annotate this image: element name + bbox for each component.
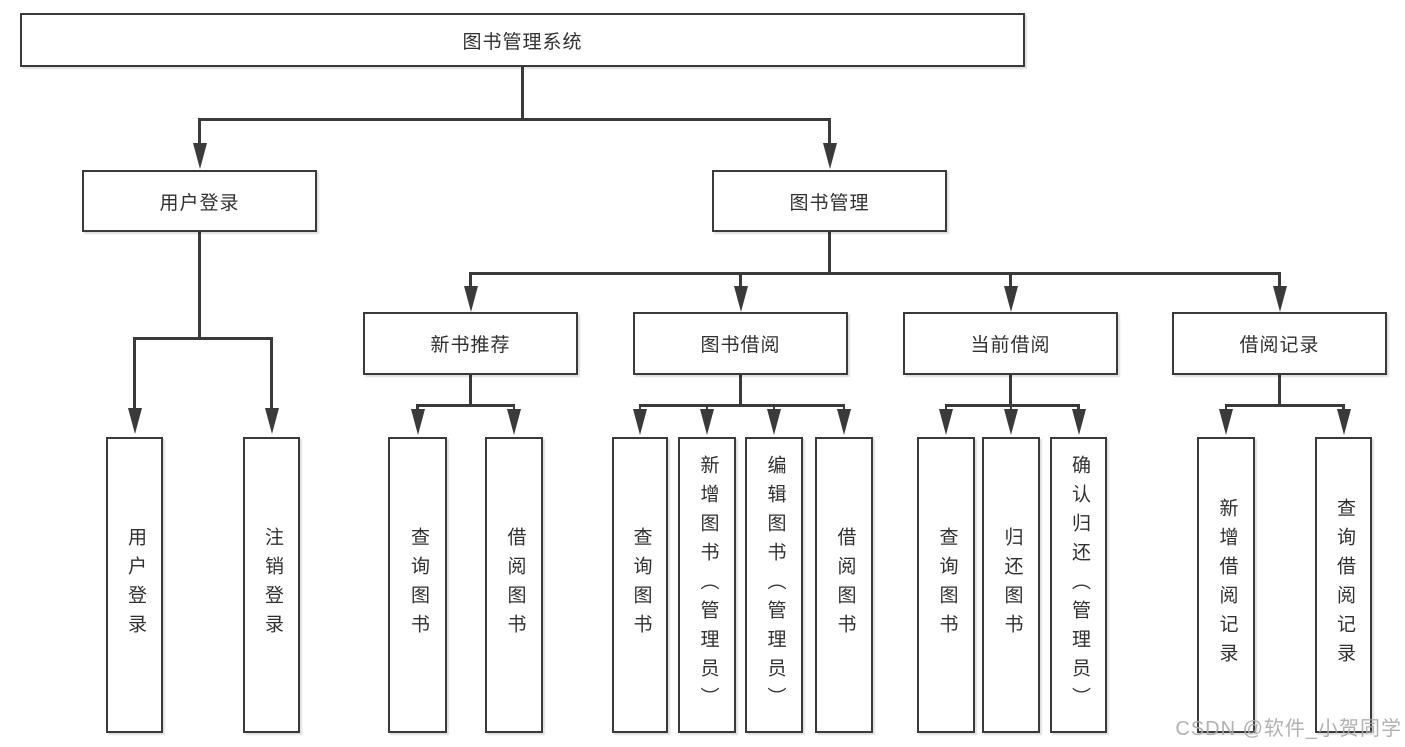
leaf-return-books: 归还图书 <box>982 437 1040 733</box>
arrowhead-g2b <box>507 409 521 435</box>
connector-new-book-stub <box>469 375 472 406</box>
leaf-borrow-books-borrowing-label: 借阅图书 <box>834 527 856 643</box>
arrowhead-new-book <box>463 286 478 312</box>
connector-drop-new-book <box>469 272 472 287</box>
leaf-confirm-return-admin: 确认归还（管理员） <box>1050 437 1107 733</box>
arrowhead-g4c <box>1071 409 1086 435</box>
leaf-return-books-label: 归还图书 <box>1001 527 1023 643</box>
connector-drop-g3c <box>772 404 776 411</box>
connector-level2-hbar <box>469 272 1281 275</box>
leaf-query-books-recommend-label: 查询图书 <box>407 527 429 643</box>
connector-root-stub <box>521 67 524 120</box>
node-new-book-recommend-label: 新书推荐 <box>430 335 511 356</box>
node-user-login-branch: 用户登录 <box>82 170 317 232</box>
node-borrowing-records-label: 借阅记录 <box>1239 335 1320 356</box>
leaf-query-borrow-record: 查询借阅记录 <box>1315 437 1372 733</box>
connector-drop-user-login <box>198 118 201 145</box>
leaf-query-books-recommend: 查询图书 <box>388 437 447 733</box>
node-root-label: 图书管理系统 <box>462 31 583 53</box>
arrowhead-g4a <box>939 409 953 435</box>
connector-drop-g3b <box>705 404 709 411</box>
leaf-edit-books-admin: 编辑图书（管理员） <box>745 437 803 733</box>
leaf-add-borrow-record-label: 新增借阅记录 <box>1216 498 1238 672</box>
node-current-borrowing-label: 当前借阅 <box>970 335 1051 356</box>
node-new-book-recommend: 新书推荐 <box>363 312 578 375</box>
connector-current-borrow-hbar <box>944 404 1080 407</box>
arrowhead-g5a <box>1219 409 1233 435</box>
leaf-add-borrow-record: 新增借阅记录 <box>1197 437 1255 733</box>
connector-book-borrow-stub <box>739 375 742 406</box>
connector-drop-current-borrow <box>1009 272 1012 287</box>
arrowhead-g3b <box>700 409 714 435</box>
connector-borrow-records-hbar <box>1224 404 1345 407</box>
arrowhead-g4b <box>1004 409 1018 435</box>
node-current-borrowing: 当前借阅 <box>903 312 1118 375</box>
arrowhead-g3c <box>767 409 781 435</box>
leaf-confirm-return-admin-label: 确认归还（管理员） <box>1068 454 1090 716</box>
arrowhead-current-borrow <box>1003 286 1018 312</box>
arrowhead-g3d <box>837 409 851 435</box>
leaf-user-login: 用户登录 <box>106 437 163 733</box>
leaf-logout: 注销登录 <box>243 437 300 733</box>
node-book-borrowing-label: 图书借阅 <box>700 335 781 356</box>
arrowhead-leaf-logout <box>264 408 279 434</box>
connector-drop-leaf-logout <box>270 337 273 410</box>
connector-drop-g2b <box>512 404 516 411</box>
arrowhead-g5b <box>1336 409 1351 435</box>
leaf-borrow-books-borrowing: 借阅图书 <box>815 437 873 733</box>
leaf-add-books-admin: 新增图书（管理员） <box>678 437 736 733</box>
connector-current-borrow-stub <box>1009 375 1012 406</box>
leaf-query-borrow-record-label: 查询借阅记录 <box>1333 498 1355 672</box>
connector-drop-borrow-records <box>1278 272 1281 287</box>
arrowhead-user-login <box>192 143 207 169</box>
connector-drop-book-mgmt <box>828 118 831 145</box>
connector-level1-hbar <box>198 118 830 121</box>
csdn-watermark: CSDN @软件_小贺同学 <box>1175 718 1402 740</box>
arrowhead-book-mgmt <box>822 143 837 169</box>
connector-drop-g2a <box>416 404 419 411</box>
connector-drop-leaf-login <box>133 337 136 410</box>
arrowhead-g2a <box>410 409 425 435</box>
connector-drop-g4a <box>944 404 948 411</box>
arrowhead-g3a <box>633 409 647 435</box>
connector-user-login-hbar <box>133 337 273 340</box>
connector-borrow-records-stub <box>1278 375 1281 406</box>
connector-user-login-stub <box>198 232 201 339</box>
connector-book-mgmt-stub <box>828 232 831 274</box>
leaf-user-login-label: 用户登录 <box>124 527 146 643</box>
node-borrowing-records: 借阅记录 <box>1172 312 1387 375</box>
connector-new-book-hbar <box>416 404 516 407</box>
node-book-management: 图书管理 <box>712 170 947 232</box>
node-book-borrowing: 图书借阅 <box>633 312 848 375</box>
node-root: 图书管理系统 <box>20 13 1025 67</box>
node-book-management-label: 图书管理 <box>789 192 870 214</box>
connector-drop-g3a <box>638 404 642 411</box>
connector-drop-book-borrow <box>739 272 742 287</box>
leaf-query-books-current-label: 查询图书 <box>936 527 958 643</box>
arrowhead-leaf-login <box>127 408 142 434</box>
leaf-query-books-borrowing: 查询图书 <box>612 437 668 733</box>
leaf-borrow-books-recommend: 借阅图书 <box>485 437 543 733</box>
arrowhead-book-borrow <box>733 286 748 312</box>
leaf-borrow-books-recommend-label: 借阅图书 <box>504 527 526 643</box>
connector-drop-g4b <box>1009 404 1013 411</box>
connector-drop-g5a <box>1224 404 1228 411</box>
leaf-edit-books-admin-label: 编辑图书（管理员） <box>764 454 786 716</box>
connector-book-borrow-hbar <box>638 404 846 407</box>
leaf-logout-label: 注销登录 <box>261 527 283 643</box>
connector-drop-g5b <box>1342 404 1345 411</box>
node-user-login-branch-label: 用户登录 <box>159 192 240 214</box>
connector-drop-g4c <box>1077 404 1080 411</box>
connector-drop-g3d <box>842 404 846 411</box>
arrowhead-borrow-records <box>1272 286 1287 312</box>
leaf-query-books-borrowing-label: 查询图书 <box>630 527 652 643</box>
leaf-add-books-admin-label: 新增图书（管理员） <box>697 454 719 716</box>
leaf-query-books-current: 查询图书 <box>917 437 975 733</box>
